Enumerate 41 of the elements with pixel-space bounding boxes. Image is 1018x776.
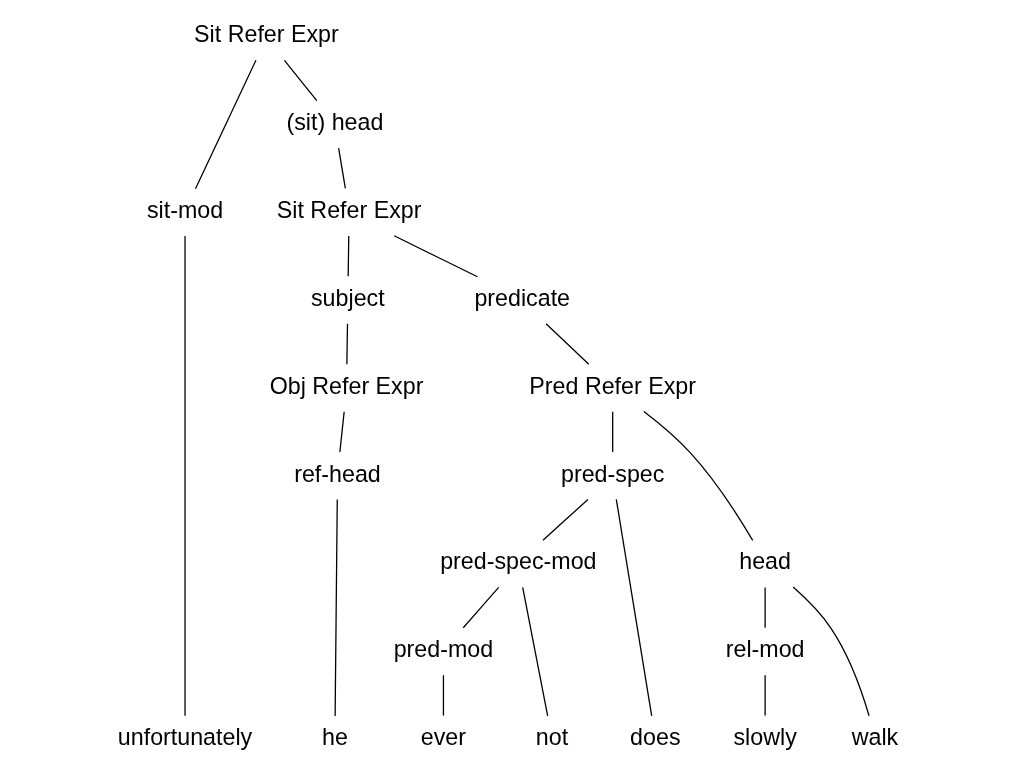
connector <box>764 674 766 717</box>
node-text: not <box>535 724 569 751</box>
connector <box>346 323 349 365</box>
node-text: Sit Refer Expr <box>194 21 339 48</box>
connector <box>442 674 445 717</box>
node-text: Obj Refer Expr <box>269 372 424 399</box>
node-text: Pred Refer Expr <box>529 372 697 399</box>
connector <box>764 586 766 629</box>
node-text: pred-spec-mod <box>440 548 597 575</box>
node-text: head <box>739 548 791 575</box>
node-text: does <box>630 724 681 751</box>
node-text: (sit) head <box>286 109 384 136</box>
node-text: ever <box>420 724 467 751</box>
node-text: Sit Refer Expr <box>276 196 422 223</box>
node-text: sit-mod <box>146 196 224 223</box>
node-text: predicate <box>474 284 571 311</box>
connector <box>283 59 318 102</box>
node-text: pred-mod <box>393 636 494 663</box>
node-text: walk <box>851 724 899 751</box>
node-text: pred-spec <box>560 460 665 487</box>
node-text: subject <box>310 284 385 311</box>
connector <box>339 411 345 453</box>
connector <box>347 235 350 277</box>
connector <box>334 498 338 717</box>
connector <box>542 498 589 541</box>
connector <box>393 235 479 278</box>
connector <box>615 498 653 717</box>
connector <box>612 411 614 453</box>
connector <box>545 323 590 365</box>
connector <box>522 586 549 717</box>
node-text: he <box>321 724 348 751</box>
connector <box>338 147 346 190</box>
node-text: slowly <box>733 724 797 751</box>
node-text: unfortunately <box>117 724 253 751</box>
node-text: rel-mod <box>725 636 805 663</box>
connector <box>792 586 870 717</box>
connector <box>194 59 257 190</box>
connector <box>462 586 500 629</box>
connector <box>184 235 186 717</box>
connector <box>643 410 754 542</box>
node-text: ref-head <box>294 460 381 487</box>
